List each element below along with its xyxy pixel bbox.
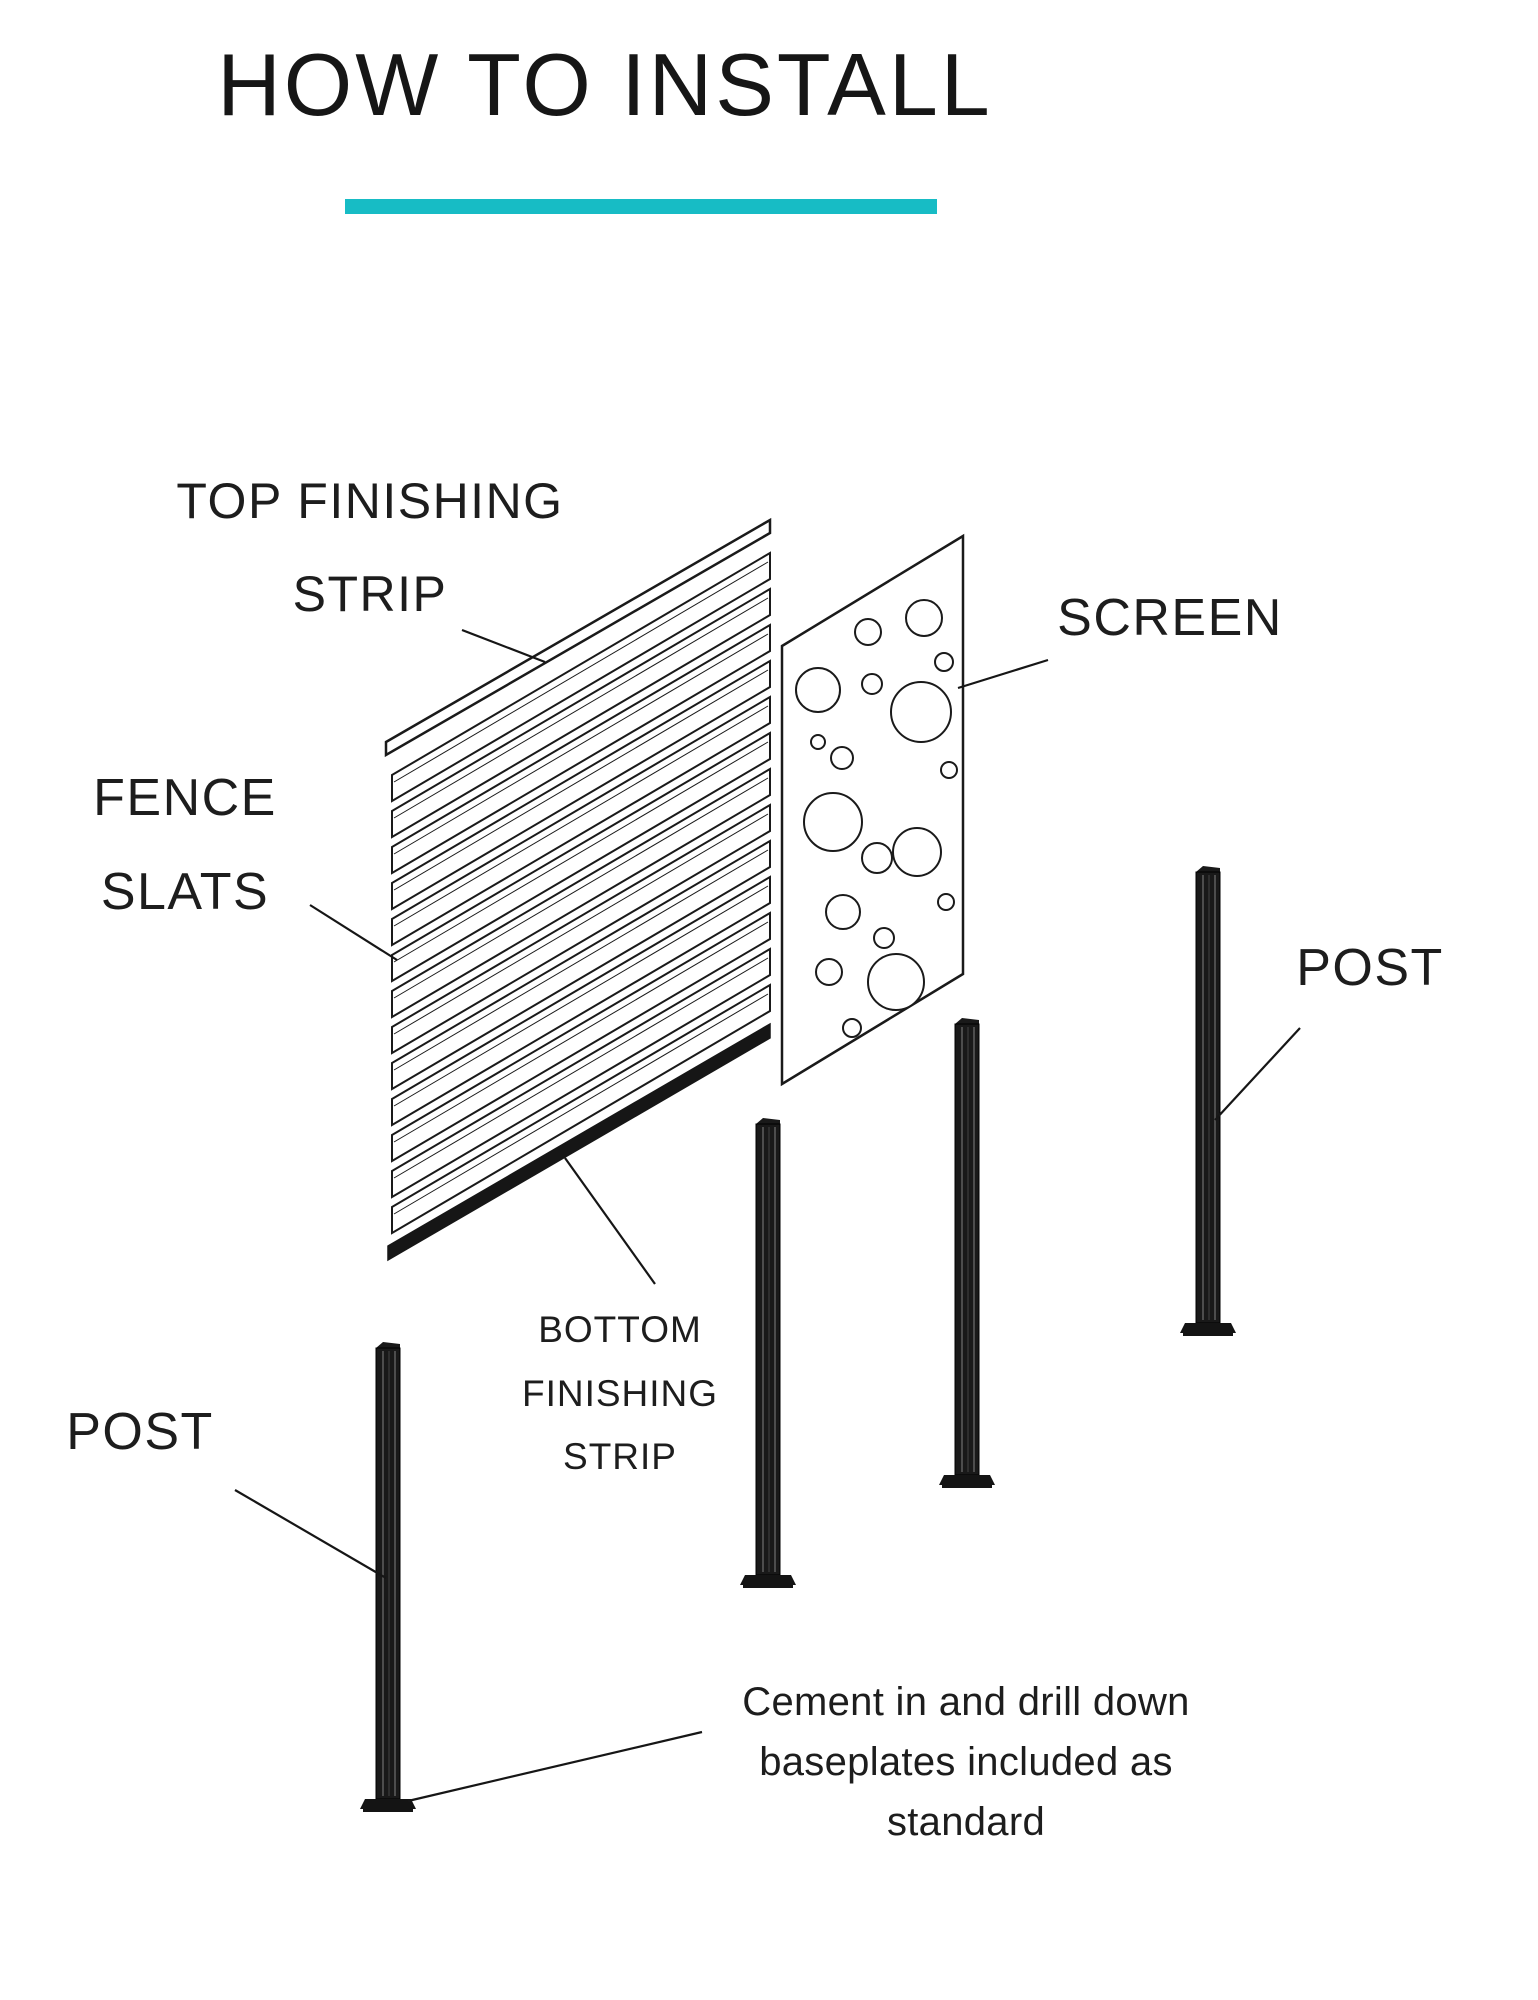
fence-slats-drawing	[391, 551, 771, 1235]
post-right-label: POST	[1296, 939, 1444, 997]
leader-lines	[234, 628, 1301, 1803]
post-left-leader-line	[234, 1489, 387, 1579]
screen-label: SCREEN	[1057, 589, 1283, 647]
bottom-strip-leader-line	[564, 1157, 656, 1285]
baseplate-note-leader-line	[407, 1730, 703, 1803]
top-finishing-strip-drawing	[384, 517, 772, 758]
top-strip-leader-line	[461, 628, 546, 664]
fence-slats-label: FENCE SLATS	[93, 769, 277, 921]
screen-holes	[795, 599, 958, 1038]
screen-leader-line	[957, 658, 1049, 690]
bottom-finishing-strip-label: BOTTOM FINISHING STRIP	[521, 1309, 719, 1478]
post-middle-left-drawing	[739, 1117, 797, 1589]
top-finishing-strip-label: TOP FINISHING STRIP	[176, 473, 564, 622]
post-right-leader-line	[1214, 1027, 1301, 1121]
fence-slats-leader-line	[309, 904, 398, 961]
title-underline	[345, 199, 937, 214]
baseplate-note: Cement in and drill down baseplates incl…	[742, 1680, 1190, 1844]
post-left-label: POST	[66, 1403, 214, 1461]
post-front-left-drawing	[359, 1341, 417, 1813]
page-title: HOW TO INSTALL	[217, 35, 993, 134]
post-middle-right-drawing	[938, 1017, 996, 1489]
post-right-drawing	[1179, 865, 1237, 1337]
bottom-finishing-strip-drawing	[387, 1022, 771, 1262]
screen-drawing	[780, 533, 965, 1087]
